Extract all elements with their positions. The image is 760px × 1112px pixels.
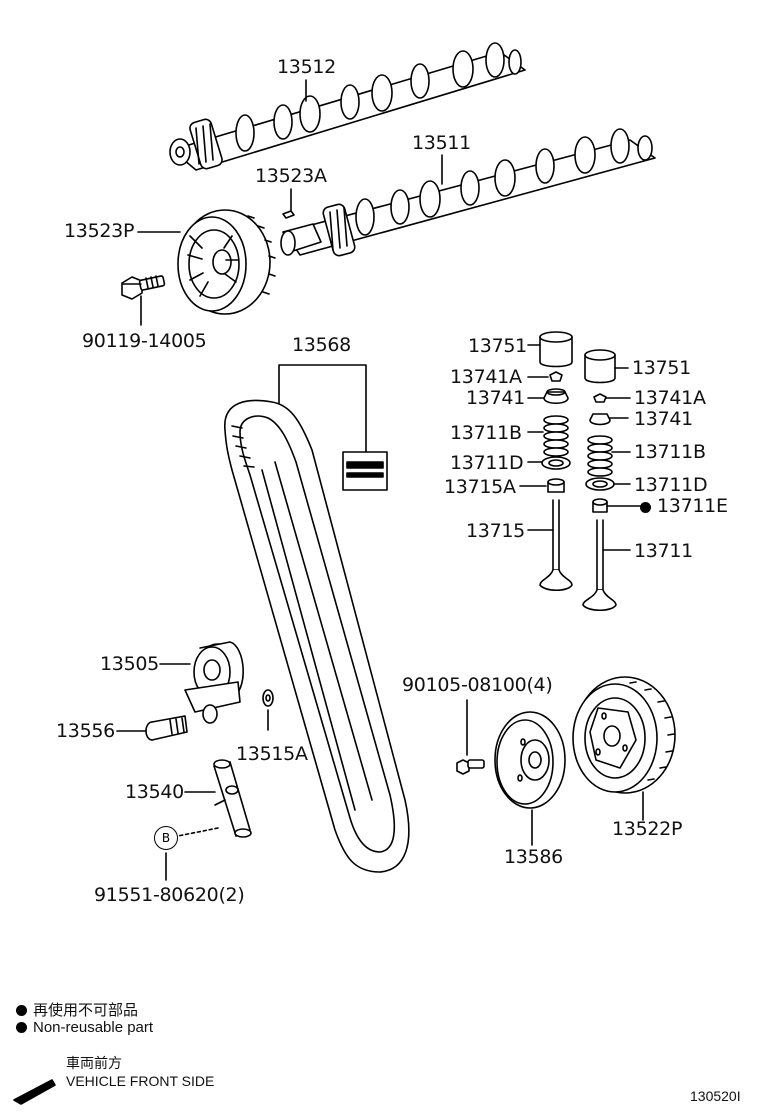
sprocket-bolt — [121, 275, 166, 300]
label-crank-sprocket: 13522P — [612, 818, 683, 840]
label-valve-intake: 13711 — [634, 540, 693, 562]
label-valve-exhaust: 13715 — [466, 520, 525, 542]
label-spring-seat-right: 13711D — [634, 474, 708, 496]
timing-belt — [224, 399, 410, 873]
label-tensioner-bolt: 13556 — [56, 720, 115, 742]
non-reusable-dot-icon — [640, 502, 651, 513]
figure-id: 130520I — [690, 1088, 741, 1104]
label-spring-seat-left: 13711D — [450, 452, 524, 474]
label-oil-seal-left: 13715A — [444, 476, 516, 498]
legend-jp: 再使用不可部品 — [16, 999, 138, 1020]
tensioner-body — [213, 759, 252, 838]
label-belt: 13568 — [292, 334, 351, 356]
camshaft-intake — [280, 128, 656, 257]
label-retainer-left: 13741 — [466, 387, 525, 409]
label-sprocket: 13523P — [64, 220, 135, 242]
label-tensioner-pulley: 13505 — [100, 653, 159, 675]
label-retainer-lock-right: 13741A — [634, 387, 706, 409]
label-lifter-left: 13751 — [468, 335, 527, 357]
label-camshaft-intake: 13511 — [412, 132, 471, 154]
crank-sprocket — [572, 676, 676, 794]
label-camshaft-exhaust: 13512 — [277, 56, 336, 78]
belt-label-tag — [342, 451, 388, 491]
valve-train-right — [582, 349, 617, 612]
label-oil-seal-right: 13711E — [640, 495, 728, 517]
label-spring-left: 13711B — [450, 422, 522, 444]
front-arrow-icon — [13, 1079, 56, 1105]
label-retainer-lock-left: 13741A — [450, 366, 522, 388]
front-label-jp: 車両前方 — [66, 1055, 122, 1071]
label-idler-pulley: 13586 — [504, 846, 563, 868]
label-bolt-sprocket: 90119-14005 — [82, 330, 207, 352]
label-lifter-right: 13751 — [632, 357, 691, 379]
legend-en: Non-reusable part — [16, 1019, 153, 1036]
label-tensioner: 13540 — [125, 781, 184, 803]
idler-pulley — [494, 711, 566, 809]
tensioner-bolt — [145, 715, 188, 741]
camshaft-sprocket — [177, 209, 276, 315]
camshaft-exhaust — [169, 42, 526, 171]
valve-train-left — [539, 331, 573, 592]
legend-dot-icon — [16, 1005, 27, 1016]
plate-washer — [262, 689, 274, 707]
label-spring-right: 13711B — [634, 441, 706, 463]
label-bolt-pulley: 90105-08100(4) — [402, 674, 553, 696]
key-part — [282, 210, 295, 219]
label-plate-washer: 13515A — [236, 743, 308, 765]
legend-dot-icon — [16, 1022, 27, 1033]
label-key: 13523A — [255, 165, 327, 187]
tensioner-pulley — [184, 641, 244, 724]
pulley-bolt — [456, 759, 485, 775]
label-retainer-right: 13741 — [634, 408, 693, 430]
front-label-en: VEHICLE FRONT SIDE — [66, 1073, 215, 1089]
label-bolt-tensioner: 91551-80620(2) — [94, 884, 245, 906]
marker-b: B — [154, 826, 178, 850]
